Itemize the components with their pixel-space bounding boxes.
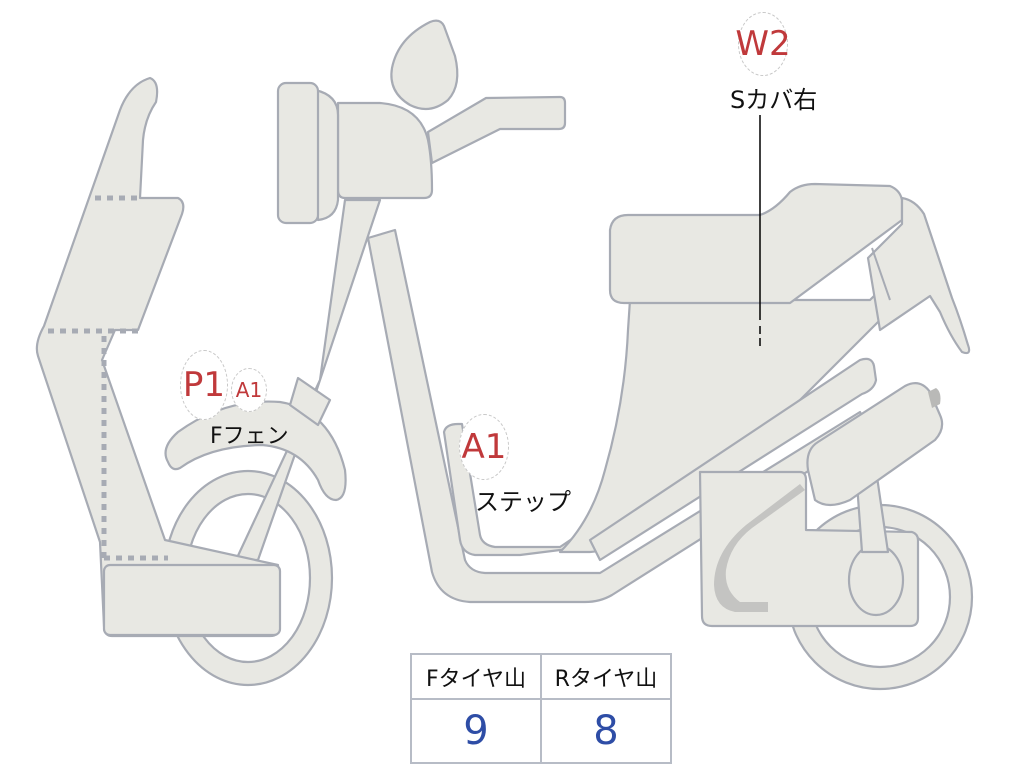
marker-code: P1 xyxy=(182,365,226,405)
engine-unit[interactable] xyxy=(698,468,920,628)
part-label-front-fender[interactable]: Fフェン xyxy=(210,424,289,449)
rear-tire-header: Rタイヤ山 xyxy=(540,653,672,700)
part-label-side-cover-right[interactable]: Sカバ右 xyxy=(730,86,818,114)
damage-marker-a1-step[interactable]: A1 xyxy=(459,414,509,480)
front-floor-block[interactable] xyxy=(102,563,282,637)
seat[interactable] xyxy=(608,182,904,305)
front-tire-value[interactable]: 9 xyxy=(410,698,542,764)
damage-marker-w2[interactable]: W2 xyxy=(735,12,791,76)
marker-code: A1 xyxy=(461,427,507,467)
front-tire-header: Fタイヤ山 xyxy=(410,653,542,700)
headlight[interactable] xyxy=(276,81,320,225)
headlight-ring[interactable] xyxy=(313,88,340,222)
part-label-step[interactable]: ステップ xyxy=(475,488,571,516)
handlebar[interactable] xyxy=(426,95,567,165)
rear-frame-rail[interactable] xyxy=(588,357,878,562)
damage-marker-a1-fender[interactable]: A1 xyxy=(231,368,267,412)
fork-collar[interactable] xyxy=(288,376,332,427)
tire-tread-table: Fタイヤ山 Rタイヤ山 9 8 xyxy=(410,653,672,764)
damage-marker-p1[interactable]: P1 xyxy=(180,350,228,420)
marker-code: A1 xyxy=(235,378,263,402)
tire-table-header-row: Fタイヤ山 Rタイヤ山 xyxy=(410,653,672,700)
handle-cover[interactable] xyxy=(336,101,434,200)
bolt xyxy=(928,388,941,408)
marker-code: W2 xyxy=(735,24,791,64)
tire-table-value-row: 9 8 xyxy=(410,698,672,764)
mirror[interactable] xyxy=(390,19,459,111)
rear-tail[interactable] xyxy=(866,196,971,355)
rear-tire-value[interactable]: 8 xyxy=(540,698,672,764)
air-cleaner[interactable] xyxy=(806,381,944,507)
